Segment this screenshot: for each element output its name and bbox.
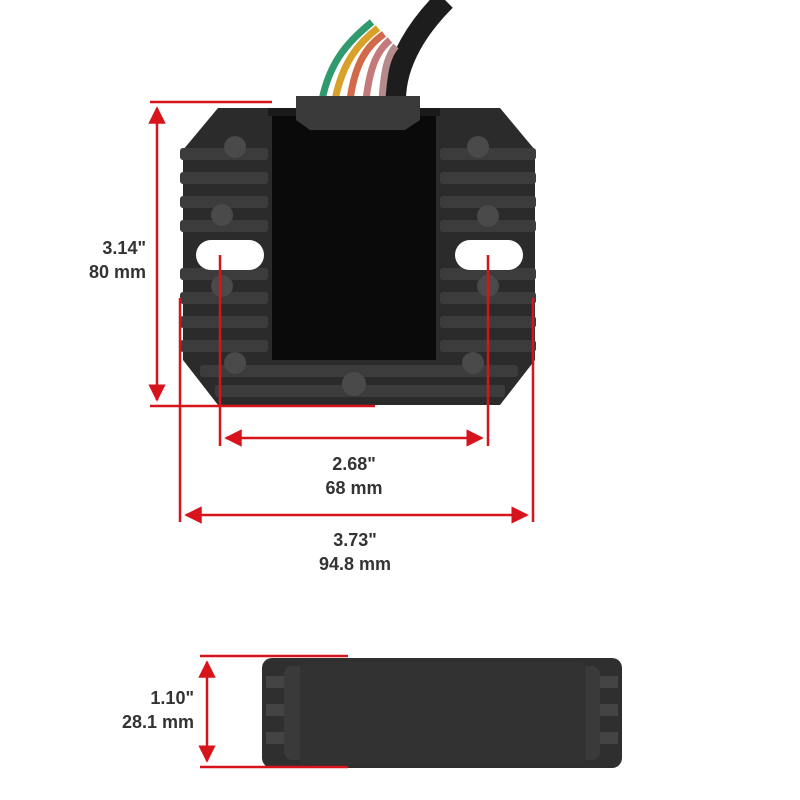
depth-inches: 1.10" (150, 688, 194, 708)
regulator-top-view (180, 96, 536, 405)
hole-spacing-inches: 2.68" (332, 454, 376, 474)
width-inches: 3.73" (333, 530, 377, 550)
height-inches: 3.14" (102, 238, 146, 258)
hole-spacing-mm: 68 mm (325, 478, 383, 498)
width-mm: 94.8 mm (318, 554, 392, 574)
wire-harness (318, 0, 453, 101)
height-label: 3.14" 80 mm (40, 236, 146, 284)
depth-mm: 28.1 mm (121, 712, 194, 732)
width-label: 3.73" 94.8 mm (285, 528, 425, 576)
hole-spacing-label: 2.68" 68 mm (284, 452, 424, 500)
depth-label: 1.10" 28.1 mm (90, 686, 194, 734)
height-mm: 80 mm (88, 262, 146, 282)
regulator-side-view (262, 658, 622, 768)
dimension-lines (148, 100, 535, 769)
